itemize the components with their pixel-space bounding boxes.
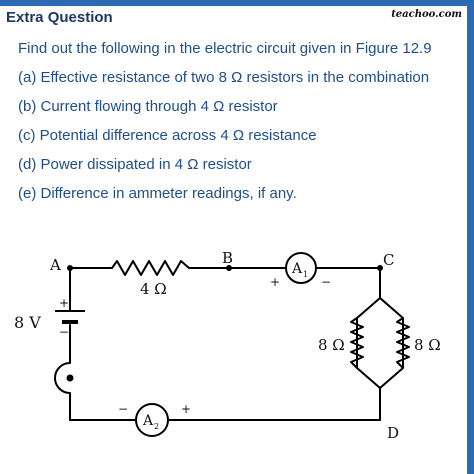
question-part-e: (e) Difference in ammeter readings, if a… <box>18 185 297 202</box>
node-b-dot <box>226 265 232 271</box>
node-b-label: B <box>222 249 233 267</box>
resistor-8-ohm-right-label: 8 Ω <box>414 336 441 354</box>
resistor-8-ohm-left-label: 8 Ω <box>318 336 345 354</box>
battery-negative-label: − <box>59 325 69 339</box>
ammeter1-negative-label: − <box>321 275 331 289</box>
top-accent-bar <box>0 0 474 6</box>
resistor-8-ohm-left <box>350 317 364 369</box>
question-part-d: (d) Power dissipated in 4 Ω resistor <box>18 156 252 173</box>
node-a-dot <box>67 265 73 271</box>
ammeter1-subscript: 1 <box>303 270 308 279</box>
heading-title: Extra Question <box>6 9 113 26</box>
resistor-4-ohm-label: 4 Ω <box>140 280 167 298</box>
question-part-c: (c) Potential difference across 4 Ω resi… <box>18 127 317 144</box>
ammeter2-symbol: A <box>142 413 154 429</box>
ammeter2-negative-label: − <box>118 402 128 416</box>
resistor-8-ohm-right <box>396 317 410 369</box>
plug-key-icon <box>54 362 74 394</box>
battery-voltage-label: 8 V <box>14 313 41 332</box>
right-accent-bar <box>467 0 474 474</box>
node-d-label: D <box>387 424 399 442</box>
ammeter2-subscript: 2 <box>154 422 159 431</box>
ammeter1-symbol: A <box>291 261 303 277</box>
question-part-a: (a) Effective resistance of two 8 Ω resi… <box>18 69 430 86</box>
question-part-b: (b) Current flowing through 4 Ω resistor <box>18 98 278 115</box>
node-a-label: A <box>49 256 61 274</box>
resistor-4-ohm <box>111 260 190 276</box>
parallel-branch-outline <box>356 297 404 389</box>
ammeter1-positive-label: + <box>270 275 280 289</box>
battery-positive-label: + <box>59 296 69 310</box>
question-prompt: Find out the following in the electric c… <box>18 40 432 57</box>
watermark-logo: teachoo.com <box>391 9 462 20</box>
ammeter2-positive-label: + <box>181 402 191 416</box>
node-c-dot <box>377 265 383 271</box>
node-c-label: C <box>383 251 394 269</box>
